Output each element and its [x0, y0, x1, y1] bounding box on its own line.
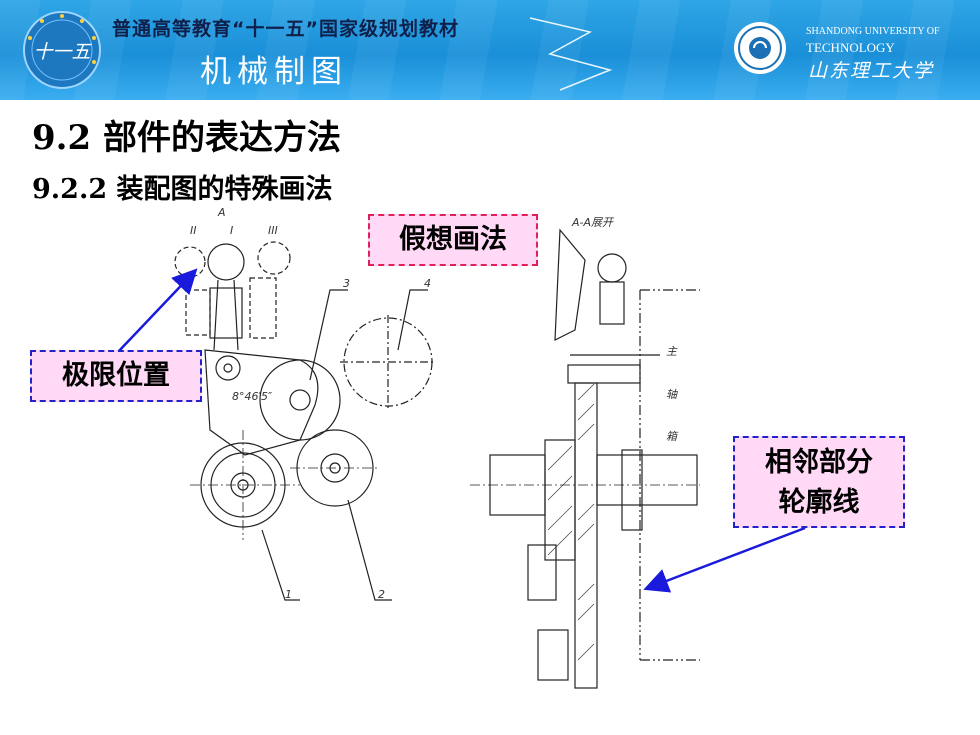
angle-label: 8°46′5″ — [232, 390, 273, 403]
adjacent-outline-arrow — [643, 526, 806, 593]
gear-3 — [259, 359, 341, 441]
banner-pattern — [0, 0, 980, 100]
adjacent-outline-callout: 相邻部分 轮廓线 — [733, 436, 905, 528]
series-title: 普通高等教育“十一五”国家级规划教材 — [112, 18, 459, 40]
handle-ball-1 — [207, 243, 245, 281]
university-name-en-line2: TECHNOLOGY — [806, 40, 895, 55]
section-subtitle: 9.2.2 装配图的特殊画法 — [32, 174, 333, 205]
limit-position-arrow — [117, 268, 198, 353]
view-a-label: A — [217, 206, 226, 219]
handle-ball-2 — [174, 246, 206, 278]
headstock-char-2: 轴 — [666, 388, 678, 401]
headstock-char-3: 箱 — [666, 430, 679, 443]
position-3-label: III — [268, 224, 278, 237]
limit-position-callout: 极限位置 — [30, 350, 202, 402]
part-4-label: 4 — [424, 277, 431, 290]
university-name-en-line1: SHANDONG UNIVERSITY OF — [806, 26, 940, 37]
header-banner: 十一五 普通高等教育“十一五”国家级规划教材 机械制图 SHANDONG UNI… — [0, 0, 980, 100]
handle-ball-3 — [257, 241, 291, 275]
part-2-label: 2 — [378, 588, 385, 601]
position-1-label: I — [230, 224, 233, 237]
course-title: 机械制图 — [200, 54, 348, 90]
part-1-label: 1 — [285, 588, 292, 601]
university-emblem-icon — [734, 22, 786, 74]
adjacent-outline-line2: 轮廓线 — [778, 487, 860, 518]
zigzag-decoration — [529, 17, 613, 91]
logo-text: 十一五 — [33, 41, 92, 63]
university-name-cn: 山东理工大学 — [808, 60, 935, 82]
eleventh-five-year-logo: 十一五 — [23, 11, 101, 89]
section-view-title: A-A展开 — [571, 216, 615, 229]
position-2-label: II — [190, 224, 197, 237]
phantom-method-callout: 假想画法 — [368, 214, 538, 266]
adjacent-outline-line1: 相邻部分 — [765, 447, 873, 478]
section-title: 9.2 部件的表达方法 — [32, 118, 341, 158]
headstock-char-1: 主 — [666, 345, 678, 358]
part-3-label: 3 — [343, 277, 350, 290]
